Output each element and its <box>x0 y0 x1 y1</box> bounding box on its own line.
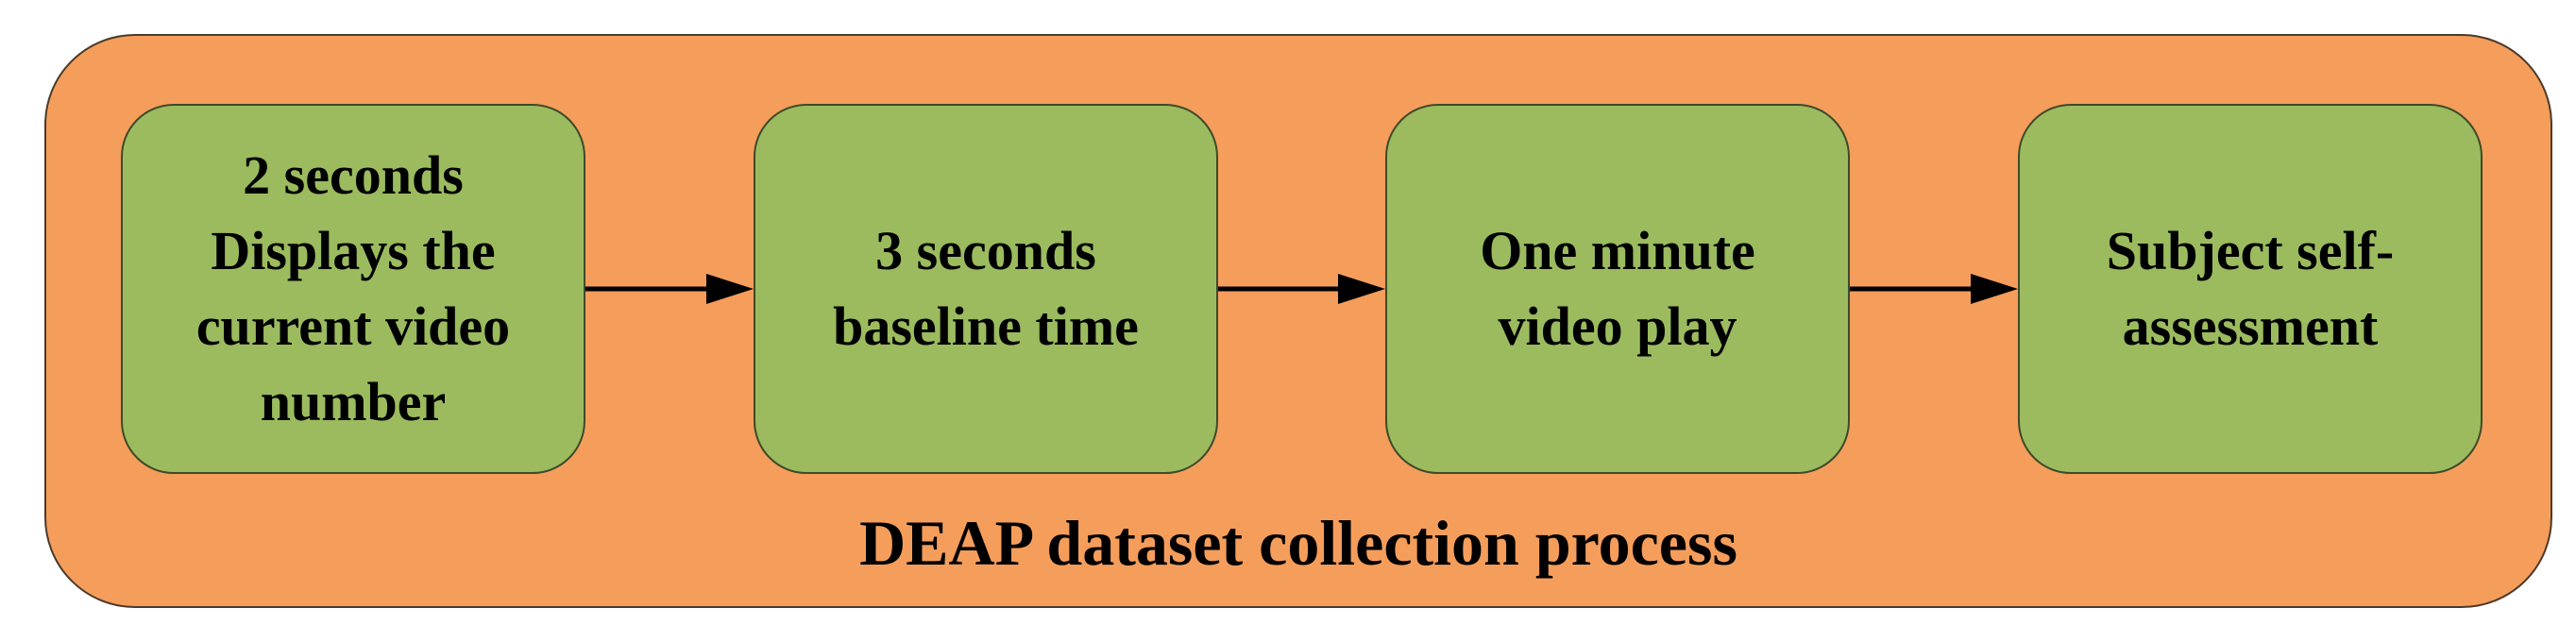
arrow-2-to-3 <box>1218 274 1385 304</box>
step-label-1: 2 seconds Displays the current video num… <box>195 144 511 432</box>
diagram-caption: DEAP dataset collection process <box>859 507 1737 579</box>
step-box-1: 2 seconds Displays the current video num… <box>121 104 585 474</box>
step-label-2: 3 seconds baseline time <box>833 220 1139 357</box>
step-box-3: One minute video play <box>1385 104 1850 474</box>
step-box-4: Subject self- assessment <box>2018 104 2483 474</box>
arrow-1-to-2 <box>585 274 754 304</box>
step-box-2: 3 seconds baseline time <box>754 104 1218 474</box>
step-label-3: One minute video play <box>1480 220 1755 357</box>
arrow-3-to-4 <box>1850 274 2018 304</box>
step-label-4: Subject self- assessment <box>2106 220 2395 357</box>
